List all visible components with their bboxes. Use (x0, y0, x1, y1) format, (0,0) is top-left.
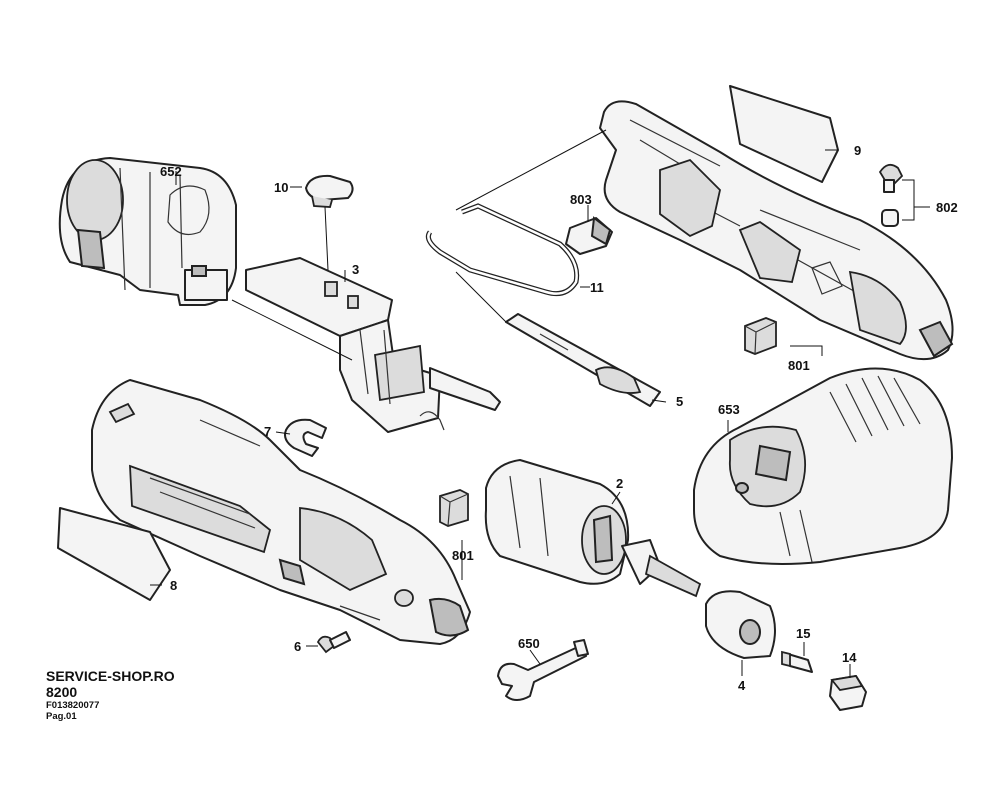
label-14: 14 (842, 650, 857, 665)
label-652: 652 (160, 164, 182, 179)
part-653-charger (693, 367, 953, 565)
label-9: 9 (854, 143, 861, 158)
label-6: 6 (294, 639, 301, 654)
label-650: 650 (518, 636, 540, 651)
leader-lines (150, 129, 930, 678)
part-2-motor (484, 459, 702, 598)
part-801-bottom-block (439, 489, 469, 527)
part-3-switch-board (245, 257, 501, 433)
part-802-screw-spring (878, 163, 904, 227)
part-6-screw (316, 631, 351, 654)
part-5-slide-rail (505, 313, 661, 407)
label-2: 2 (616, 476, 623, 491)
part-4-collar (705, 590, 776, 659)
label-803: 803 (570, 192, 592, 207)
part-801-top-block (744, 317, 777, 355)
label-11: 11 (590, 280, 604, 295)
part-650-wrench (497, 639, 589, 701)
label-15: 15 (796, 626, 810, 641)
label-3: 3 (352, 262, 359, 277)
part-14-collet-nut (829, 675, 867, 711)
label-801-bottom: 801 (452, 548, 474, 563)
label-5: 5 (676, 394, 683, 409)
main-tool-body (91, 379, 471, 645)
part-code: F013820077 (46, 700, 100, 711)
label-802: 802 (936, 200, 958, 215)
footer-info: SERVICE-SHOP.RO 8200 F013820077 Pag.01 (46, 668, 175, 722)
label-4: 4 (738, 678, 746, 693)
part-803-button (565, 216, 613, 255)
part-11-wire-hook (425, 203, 580, 297)
model-number: 8200 (46, 684, 78, 700)
label-653: 653 (718, 402, 740, 417)
part-15-collet (781, 650, 813, 673)
label-801-top: 801 (788, 358, 810, 373)
part-9-label-sheet (729, 85, 839, 183)
part-652-battery-pack (58, 157, 237, 306)
label-10: 10 (274, 180, 288, 195)
label-8: 8 (170, 578, 177, 593)
label-7: 7 (264, 424, 271, 439)
part-9-housing-shell (599, 100, 954, 361)
part-10-slide-cap (305, 174, 354, 208)
page-number: Pag.01 (46, 711, 77, 722)
part-7-clip (284, 418, 327, 457)
part-labels: 652 10 3 803 9 802 11 801 5 653 7 2 801 … (160, 143, 958, 693)
shop-name: SERVICE-SHOP.RO (46, 668, 175, 684)
